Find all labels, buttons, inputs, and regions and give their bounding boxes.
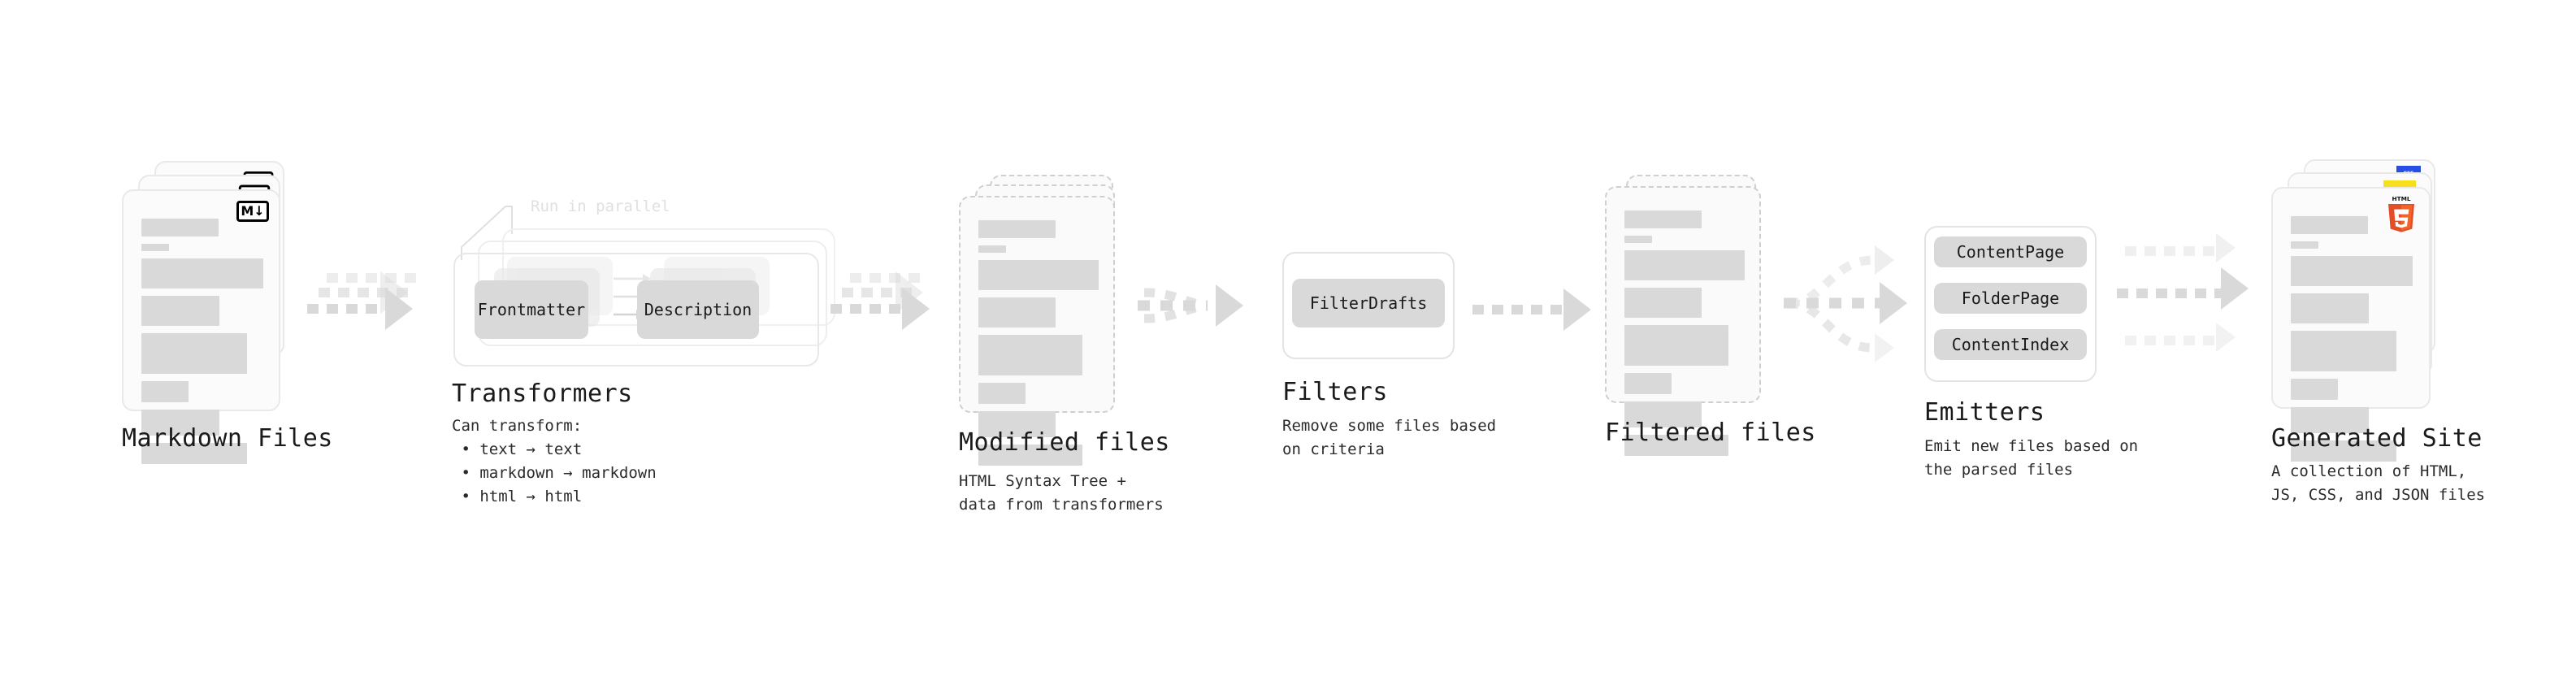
stage-subtitle-emitters: Emit new files based on the parsed files — [1924, 437, 2139, 479]
stage-title-emitters: Emitters — [1924, 398, 2045, 427]
generated-file-card-html: HTML — [2271, 187, 2431, 462]
stage-title-markdown-files: Markdown Files — [122, 424, 333, 453]
parallel-bracket-icon — [461, 206, 513, 260]
modified-file-card-front — [959, 196, 1115, 466]
generated-site-stack: CSS HTML — [2271, 159, 2466, 462]
file-skeleton — [978, 220, 1099, 473]
file-skeleton — [1624, 210, 1745, 463]
html5-icon: HTML — [2388, 195, 2414, 232]
arrow-modified-to-filters — [1138, 260, 1276, 349]
markdown-icon: M↓ — [236, 201, 269, 222]
emitter-chip-contentindex[interactable]: ContentIndex — [1934, 329, 2087, 360]
stage-subtitle-generated-site: A collection of HTML, JS, CSS, and JSON … — [2271, 462, 2486, 504]
filtered-files-stack — [1605, 175, 1792, 456]
arrow-emitters-to-site — [2117, 232, 2255, 378]
run-in-parallel-label: Run in parallel — [531, 197, 670, 215]
markdown-files-stack: M↓ M↓ M↓ — [122, 161, 309, 464]
stage-title-modified-files: Modified files — [959, 428, 1170, 457]
emitters-box — [1924, 226, 2097, 382]
modified-files-stack — [959, 175, 1146, 466]
file-skeleton — [141, 219, 263, 471]
stage-title-filtered-files: Filtered files — [1605, 419, 1816, 447]
markdown-file-card-front: M↓ — [122, 189, 280, 464]
transformer-chip-frontmatter[interactable]: Frontmatter — [475, 280, 588, 339]
transformer-chip-description[interactable]: Description — [637, 280, 759, 339]
arrow-transformers-to-modified — [830, 268, 944, 333]
stage-title-transformers: Transformers — [452, 380, 633, 408]
stage-subtitle-modified-files: HTML Syntax Tree + data from transformer… — [959, 472, 1164, 514]
stage-subtitle-transformers: Can transform: • text → text • markdown … — [452, 417, 657, 505]
arrow-filters-to-filtered — [1472, 288, 1591, 337]
filters-box — [1282, 252, 1455, 359]
emitter-chip-contentpage[interactable]: ContentPage — [1934, 236, 2087, 267]
file-skeleton — [2291, 216, 2413, 469]
filtered-file-card-front — [1605, 186, 1761, 456]
stage-subtitle-filters: Remove some files based on criteria — [1282, 417, 1497, 458]
stage-title-filters: Filters — [1282, 378, 1388, 406]
arrow-filtered-to-emitters — [1784, 228, 1938, 374]
stage-title-generated-site: Generated Site — [2271, 424, 2483, 453]
transformer-panel-front — [453, 253, 819, 367]
arrow-markdown-to-transformers — [307, 268, 421, 333]
emitter-chip-folderpage[interactable]: FolderPage — [1934, 283, 2087, 314]
filter-chip-filterdrafts[interactable]: FilterDrafts — [1292, 279, 1445, 327]
svg-text:HTML: HTML — [2392, 195, 2410, 202]
